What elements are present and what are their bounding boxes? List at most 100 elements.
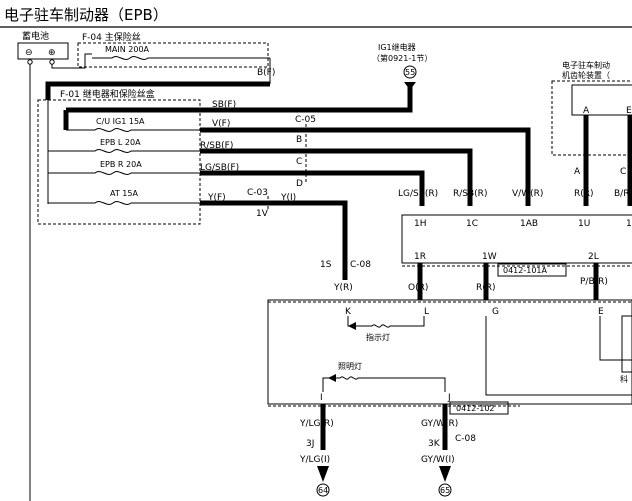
battery-neg-icon: ⊖	[25, 48, 33, 58]
ig1-arrow-icon	[404, 82, 416, 90]
module-connector-box	[401, 214, 632, 264]
module-pin-1h: 1H	[414, 219, 427, 229]
relay-box-label: F-01 继电器和保险丝盒	[60, 88, 155, 100]
ecu-pin-l: L	[424, 307, 429, 317]
actuator-pin-e: E	[626, 106, 632, 116]
actuator-pin-c: C	[620, 167, 626, 177]
ecu-pin-e: E	[598, 307, 604, 317]
c05-pin-d: D	[296, 179, 303, 189]
ref-64-number: 64	[318, 486, 328, 495]
c05-pin-b: B	[296, 135, 302, 145]
wire-y-lg-label: Y/LG(R)	[299, 419, 334, 429]
wire-p-b-label: P/B(R)	[580, 277, 608, 287]
ecu-internal-g	[485, 316, 632, 396]
module-wire-1: LG/SB(R)	[398, 189, 438, 199]
ref-64-circle	[316, 483, 330, 497]
wire-y-r-label: Y(R)	[333, 283, 353, 293]
c08-pin-3j: 3J	[306, 439, 314, 449]
module-pin-1u: 1U	[578, 219, 590, 229]
fuse-cu-ig1-symbol	[66, 128, 200, 132]
c05-pin-c: C	[296, 157, 302, 167]
fuse-cu-ig1-label: C/U IG1 15A	[96, 117, 145, 126]
wire-y-i-label: Y(I)	[280, 193, 296, 203]
module-wire-5: B/R	[614, 189, 629, 199]
ig1-ref-circle	[403, 65, 417, 79]
ecu-internal-e	[599, 316, 632, 361]
module-wire-2: R/SB(R)	[453, 189, 487, 199]
module-pin-1: 1	[626, 219, 632, 229]
actuator-line2: 机齿轮装置（	[562, 70, 610, 80]
ecu-pin-j: J	[447, 393, 451, 403]
ref-64-arrow-icon	[317, 466, 329, 482]
ecu-ref-box	[449, 401, 509, 415]
ref-65-number: 65	[440, 486, 450, 495]
c08-bottom-label: C-08	[455, 434, 476, 444]
illumination-diode-icon	[328, 374, 336, 382]
main-fuse-wire: B(F)	[257, 68, 275, 78]
ecu-pin-g: G	[492, 307, 499, 317]
module-wire-3: V/W(R)	[512, 189, 543, 199]
main-fuse-id: F-04 主保险丝	[82, 31, 141, 43]
final-wire-1: Y/LG(I)	[299, 455, 330, 465]
wire-o-label: O(R)	[408, 283, 428, 293]
indicator-diode-icon	[348, 322, 356, 330]
actuator-box	[551, 80, 632, 156]
illumination-label: 照明灯	[338, 361, 362, 371]
battery-positive-lead	[51, 53, 92, 69]
module-pin-1c: 1C	[466, 219, 478, 229]
wire-r-label: R(R)	[476, 283, 496, 293]
module-ref-box	[497, 263, 567, 277]
wire-sb	[66, 82, 413, 113]
ref-65-arrow-icon	[439, 466, 451, 482]
wire-r-sb	[200, 148, 473, 206]
wire-r-sb-label: R/SB(F)	[200, 141, 233, 151]
indicator-lamp-circuit	[347, 316, 425, 328]
final-wire-2: GY/W(I)	[421, 455, 455, 465]
illumination-lamp-circuit	[322, 376, 446, 392]
wire-lg-sb	[200, 170, 425, 206]
c08-pin-3k: 3K	[428, 439, 441, 449]
ref-65-circle	[438, 483, 452, 497]
module-pin-1ab: 1AB	[520, 219, 538, 229]
actuator-pin-a: A	[583, 106, 590, 116]
fuse-epb-l-label: EPB L 20A	[100, 138, 141, 147]
module-ref: 0412-101A	[503, 266, 548, 275]
wire-sb-label: SB(F)	[212, 100, 236, 110]
wire-y	[200, 200, 348, 280]
c05-label: C-05	[295, 115, 316, 125]
actuator-line1: 电子驻车制动	[562, 60, 610, 70]
battery-label: 蓄电池	[22, 30, 49, 42]
battery-box	[17, 42, 69, 60]
fuse-epb-l-symbol	[48, 149, 200, 153]
battery-pos-icon: ⊕	[48, 48, 56, 58]
fuse-epb-r-symbol	[48, 171, 200, 175]
ecu-side-block	[621, 315, 632, 373]
ecu-pin-k: K	[345, 307, 352, 317]
page-title: 电子驻车制动器（EPB）	[4, 6, 168, 24]
main-fuse-label: MAIN 200A	[105, 45, 150, 54]
ecu-cut-text: 科	[620, 374, 628, 384]
ecu-pin-i: I	[320, 393, 323, 403]
c03-pin-1v: 1V	[256, 209, 269, 219]
wire-gy-w-label: GY/W(R)	[421, 419, 458, 429]
module-pin-1r: 1R	[414, 252, 426, 262]
fuse-at-symbol	[48, 201, 200, 205]
module-pin-2l: 2L	[588, 252, 599, 262]
wire-y-label: Y(F)	[207, 193, 226, 203]
module-pin-1w: 1W	[482, 252, 497, 262]
main-feed-wire	[45, 81, 270, 100]
relay-box	[37, 99, 201, 225]
ig1-ref-number: 55	[405, 68, 415, 77]
main-fuse-symbol	[92, 56, 270, 60]
battery-pos-terminal	[49, 59, 55, 65]
battery-neg-terminal	[27, 59, 33, 65]
actuator-pin-a2: A	[574, 167, 581, 177]
wire-v-label: V(F)	[212, 119, 230, 129]
c08-top-label: C-08	[350, 260, 371, 270]
fuse-epb-r-label: EPB R 20A	[100, 160, 142, 169]
module-wire-4: R(R)	[574, 189, 594, 199]
ig1-relay-line1: IG1继电器	[378, 42, 416, 52]
c08-pin-1s: 1S	[320, 260, 332, 270]
ecu-ref: 0412-102	[456, 404, 495, 413]
